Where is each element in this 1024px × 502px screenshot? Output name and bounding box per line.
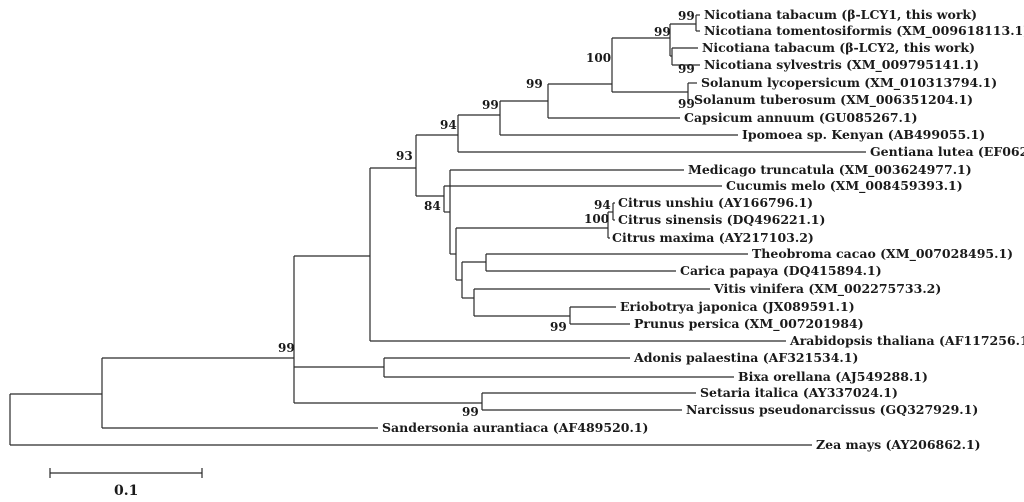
bootstrap-value: 99 — [278, 341, 295, 355]
taxon-label: Zea mays (AY206862.1) — [816, 437, 981, 452]
tree-branches — [9, 14, 866, 446]
bootstrap-value: 99 — [678, 9, 695, 23]
bootstrap-value: 93 — [396, 149, 413, 163]
scale-bar: 0.1 — [49, 468, 203, 499]
bootstrap-value: 99 — [654, 25, 671, 39]
taxon-label: Nicotiana tomentosiformis (XM_009618113.… — [704, 23, 1024, 39]
taxon-label: Sandersonia aurantiaca (AF489520.1) — [382, 420, 648, 435]
taxon-labels: Nicotiana tabacum (β-LCY1, this work) Ni… — [382, 7, 1024, 452]
taxon-label: Cucumis melo (XM_008459393.1) — [726, 178, 963, 194]
bootstrap-value: 100 — [586, 51, 611, 65]
taxon-label: Theobroma cacao (XM_007028495.1) — [752, 246, 1013, 262]
taxon-label: Citrus maxima (AY217103.2) — [612, 230, 814, 245]
taxon-label: Bixa orellana (AJ549288.1) — [738, 369, 928, 384]
taxon-label: Arabidopsis thaliana (AF117256.1) — [789, 333, 1024, 348]
bootstrap-value: 99 — [526, 77, 543, 91]
taxon-label: Citrus sinensis (DQ496221.1) — [618, 212, 825, 227]
taxon-label: Citrus unshiu (AY166796.1) — [618, 195, 813, 210]
bootstrap-value: 84 — [424, 199, 441, 213]
taxon-label: Carica papaya (DQ415894.1) — [680, 263, 882, 278]
taxon-label: Nicotiana tabacum (β-LCY1, this work) — [704, 7, 977, 22]
taxon-label: Capsicum annuum (GU085267.1) — [684, 110, 918, 125]
taxon-label: Setaria italica (AY337024.1) — [700, 385, 898, 400]
taxon-label: Ipomoea sp. Kenyan (AB499055.1) — [742, 127, 985, 142]
scale-bar-label: 0.1 — [114, 483, 138, 499]
taxon-label: Solanum tuberosum (XM_006351204.1) — [694, 92, 973, 108]
bootstrap-value: 94 — [594, 198, 611, 212]
taxon-label: Medicago truncatula (XM_003624977.1) — [688, 162, 972, 178]
taxon-label: Vitis vinifera (XM_002275733.2) — [713, 281, 941, 297]
taxon-label: Prunus persica (XM_007201984) — [634, 316, 864, 332]
bootstrap-value: 99 — [482, 98, 499, 112]
bootstrap-value: 99 — [678, 62, 695, 76]
bootstrap-value: 94 — [440, 118, 457, 132]
taxon-label: Nicotiana tabacum (β-LCY2, this work) — [702, 40, 975, 55]
bootstrap-value: 99 — [550, 320, 567, 334]
bootstrap-value: 99 — [678, 97, 695, 111]
taxon-label: Gentiana lutea (EF062505.1) — [870, 144, 1024, 159]
taxon-label: Adonis palaestina (AF321534.1) — [633, 350, 858, 365]
taxon-label: Nicotiana sylvestris (XM_009795141.1) — [704, 57, 979, 73]
bootstrap-value: 100 — [584, 212, 609, 226]
taxon-label: Narcissus pseudonarcissus (GQ327929.1) — [686, 402, 978, 417]
taxon-label: Eriobotrya japonica (JX089591.1) — [620, 299, 855, 314]
bootstrap-values: 99 99 99 100 99 99 99 94 93 84 94 100 99… — [278, 9, 695, 419]
bootstrap-value: 99 — [462, 405, 479, 419]
taxon-label: Solanum lycopersicum (XM_010313794.1) — [701, 75, 997, 91]
